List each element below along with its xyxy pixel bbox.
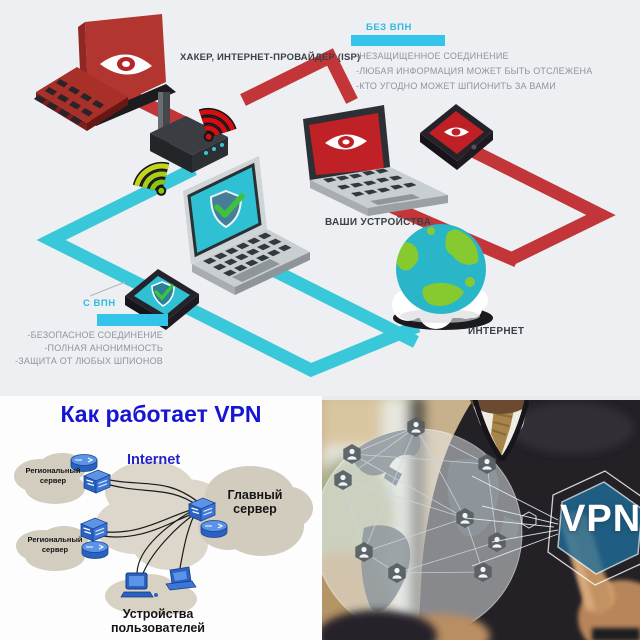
no-vpn-title: БЕЗ ВПН bbox=[366, 22, 412, 33]
vpn-laptop bbox=[183, 156, 310, 295]
beard bbox=[470, 396, 530, 414]
with-vpn-item: -БЕЗОПАСНОЕ СОЕДИНЕНИЕ bbox=[27, 330, 163, 340]
regional-server-label: Региональный сервер bbox=[25, 466, 81, 485]
your-devices-label: ВАШИ УСТРОЙСТВА bbox=[325, 217, 432, 228]
vpn-businessman-photo: VPN bbox=[322, 396, 640, 640]
with-vpn-highlight-bar bbox=[97, 314, 168, 326]
internet-globe bbox=[392, 224, 493, 330]
desktop-pc-icon bbox=[120, 572, 158, 598]
no-vpn-highlight-bar bbox=[351, 35, 445, 46]
hacker-laptop bbox=[34, 14, 176, 131]
isometric-canvas bbox=[0, 0, 640, 396]
vpn-scheme-diagram: Как работает VPN Internet Региональный с… bbox=[0, 396, 322, 640]
with-vpn-item: -ПОЛНАЯ АНОНИМНОСТЬ bbox=[44, 343, 163, 353]
red-wifi-icon bbox=[198, 108, 237, 142]
regional-server-label: Региональный сервер bbox=[27, 535, 83, 554]
scheme-title: Как работает VPN bbox=[60, 401, 262, 427]
vpn-phone bbox=[89, 269, 199, 330]
isometric-vpn-diagram: ХАКЕР, ИНТЕРНЕТ-ПРОВАЙДЕР (ISP) БЕЗ ВПН … bbox=[0, 0, 640, 396]
regional-cloud-bottom bbox=[16, 526, 88, 571]
no-vpn-item: -КТО УГОДНО МОЖЕТ ШПИОНИТЬ ЗА ВАМИ bbox=[356, 81, 556, 91]
eye-icon bbox=[444, 127, 469, 137]
no-vpn-item: -ЛЮБАЯ ИНФОРМАЦИЯ МОЖЕТ БЫТЬ ОТСЛЕЖЕНА bbox=[356, 66, 593, 76]
photo-canvas bbox=[322, 396, 640, 640]
with-vpn-title: С ВПН bbox=[83, 298, 116, 309]
eye-icon bbox=[325, 134, 367, 150]
vpn-hexagon bbox=[547, 470, 640, 586]
keyboard-keys bbox=[34, 79, 104, 125]
green-wifi-icon bbox=[132, 162, 170, 196]
shield-check-icon bbox=[209, 189, 245, 229]
spied-laptop bbox=[303, 105, 448, 216]
with-vpn-item: -ЗАЩИТА ОТ ЛЮБЫХ ШПИОНОВ bbox=[15, 356, 163, 366]
cyan-connection-bands bbox=[36, 163, 421, 378]
user-devices-label: Устройства пользователей bbox=[111, 607, 205, 635]
vpn-badge: VPN bbox=[560, 498, 640, 540]
internet-label: ИНТЕРНЕТ bbox=[468, 326, 525, 337]
wifi-router bbox=[150, 92, 228, 173]
tie bbox=[491, 408, 514, 456]
continents bbox=[396, 227, 479, 306]
link-fan bbox=[464, 475, 559, 567]
router-icon bbox=[200, 519, 228, 539]
laptop-icon bbox=[165, 566, 197, 591]
scheme-internet-label: Internet bbox=[127, 452, 181, 468]
spied-phone bbox=[420, 104, 493, 170]
keyboard-keys bbox=[203, 232, 292, 277]
eye-icon bbox=[100, 54, 152, 75]
mini-hexagon-icon bbox=[521, 511, 537, 529]
shield-check-icon bbox=[151, 281, 175, 307]
scheme-canvas bbox=[0, 396, 322, 640]
hacker-isp-label: ХАКЕР, ИНТЕРНЕТ-ПРОВАЙДЕР (ISP) bbox=[180, 52, 361, 63]
no-vpn-item: -НЕЗАЩИЩЕННОЕ СОЕДИНЕНИЕ bbox=[356, 51, 509, 61]
main-server-label: Главный сервер bbox=[227, 488, 283, 516]
keyboard-keys bbox=[323, 168, 417, 197]
